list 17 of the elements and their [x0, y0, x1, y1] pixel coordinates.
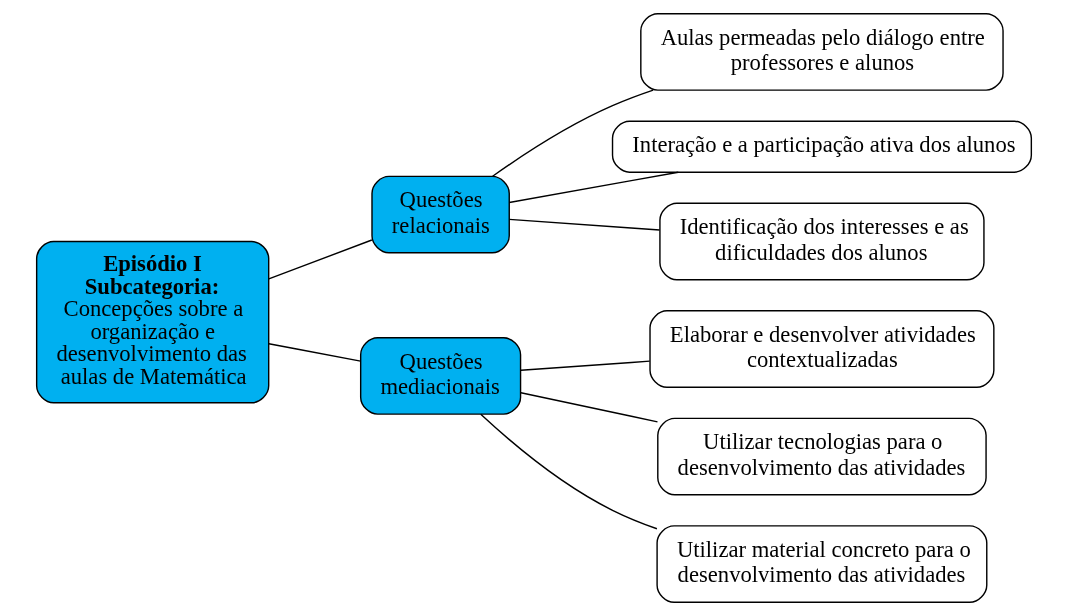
connector — [508, 171, 679, 204]
node-box: Interação e a participação ativa dos alunos — [611, 120, 1033, 173]
node-box: Questões relacionais — [371, 175, 510, 254]
connector — [508, 218, 661, 231]
connector — [268, 239, 373, 280]
node-box: Identificação dos interesses e as dificuldades dos alunos — [659, 202, 985, 281]
connector — [520, 360, 651, 371]
node-box: Utilizar tecnologias para o desenvolvimento das atividades — [657, 417, 987, 496]
connector — [480, 413, 658, 530]
connector — [520, 392, 659, 423]
node-box: Elaborar e desenvolver atividades contextualizadas — [649, 310, 995, 388]
connector — [491, 89, 654, 177]
node-box: Episódio I Subcategoria: Concepções sobre a organização e desenvolvimento das aulas de Matemática — [35, 240, 270, 404]
connector — [268, 343, 362, 362]
node-box: Questões mediacionais — [359, 337, 522, 415]
node-box: Utilizar material concreto para o desenvolvimento das atividades — [656, 525, 988, 603]
node-box: Aulas permeadas pelo diálogo entre professores e alunos — [640, 13, 1004, 91]
